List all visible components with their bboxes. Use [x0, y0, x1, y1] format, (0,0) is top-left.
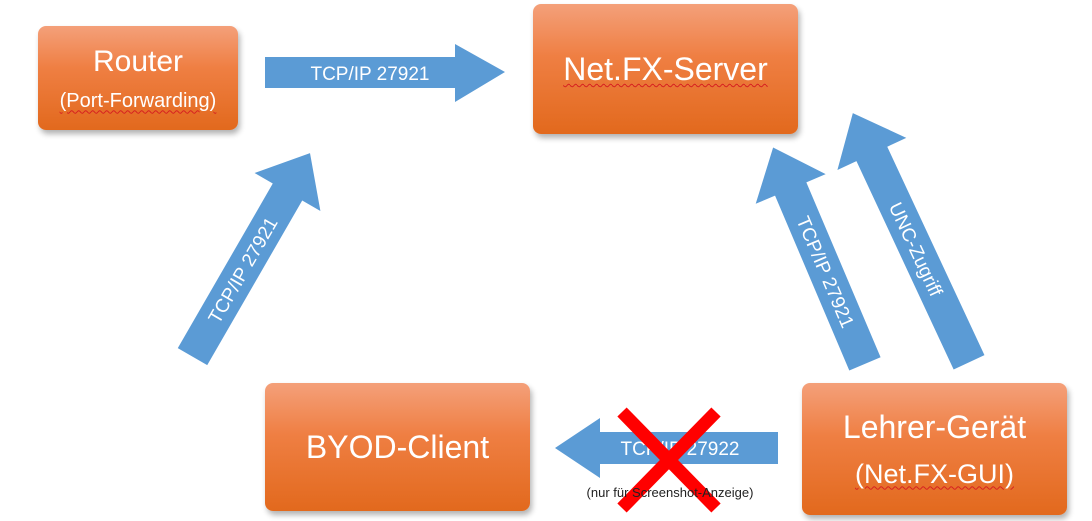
byod-title: BYOD-Client: [305, 428, 490, 465]
server-title-text: Net.FX-Server: [563, 50, 768, 87]
arrow-byod-to-router: TCP/IP 27921: [177, 153, 321, 366]
teacher-subtitle: (Net.FX-GUI): [855, 458, 1014, 489]
arrow-router-to-server: TCP/IP 27921: [265, 44, 505, 102]
label-byod-to-router: TCP/IP 27921: [205, 214, 283, 328]
router-subtitle: (Port-Forwarding): [59, 89, 217, 112]
router-title: Router: [92, 44, 184, 78]
server-title: Net.FX-Server: [563, 50, 767, 88]
server-node: Net.FX-Server: [533, 4, 798, 134]
byod-node: BYOD-Client: [265, 383, 530, 511]
router-node: Router (Port-Forwarding): [38, 26, 238, 130]
label-router-to-server: TCP/IP 27921: [310, 64, 429, 85]
blocked-cross-icon: [617, 407, 721, 513]
screenshot-note: (nur für Screenshot-Anzeige): [586, 485, 754, 500]
teacher-title: Lehrer-Gerät: [842, 409, 1027, 446]
teacher-node: Lehrer-Gerät (Net.FX-GUI): [802, 383, 1067, 515]
